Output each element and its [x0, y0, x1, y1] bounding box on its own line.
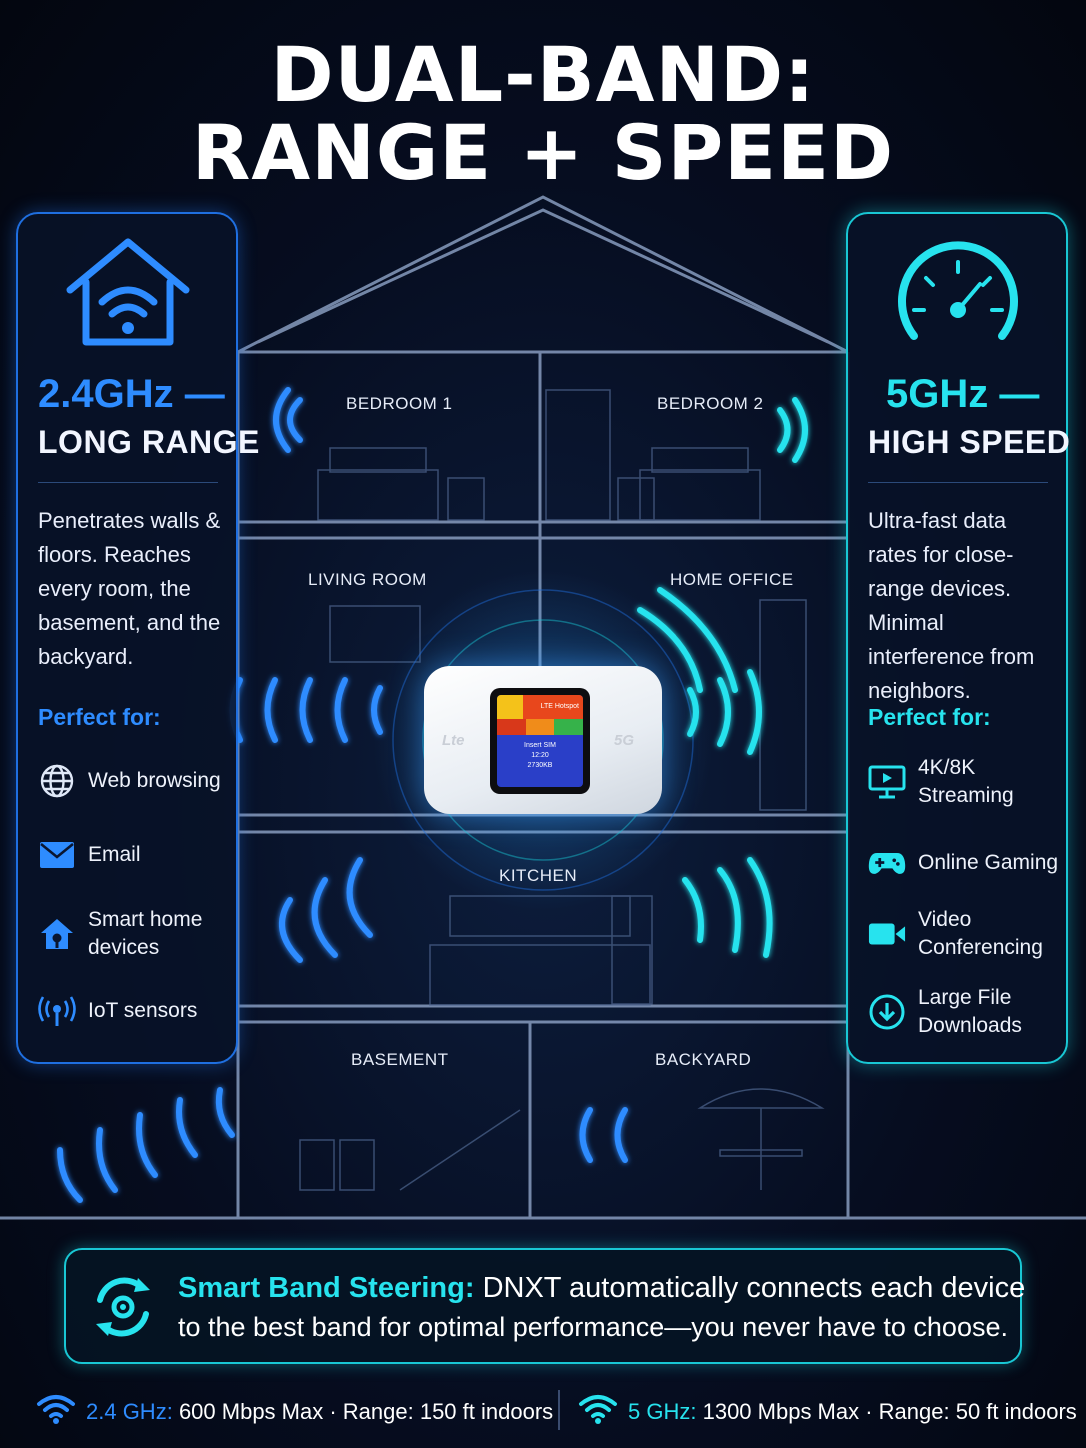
band-24-subtitle: LONG RANGE	[38, 424, 260, 460]
device-lte-label: Lte	[442, 732, 465, 749]
iot-sensor-icon	[38, 992, 76, 1030]
use-case-label: Online Gaming	[918, 851, 1059, 874]
use-case-label: IoT sensors	[88, 999, 198, 1022]
band-steering-text-2: to the best band for optimal performance…	[178, 1312, 1008, 1342]
use-case-smart-home: Smart home devices	[38, 906, 228, 962]
monitor-icon	[868, 763, 906, 801]
band-steering-icon	[88, 1272, 158, 1347]
footer-divider	[558, 1390, 560, 1430]
band-24ghz-panel: 2.4GHz — LONG RANGE Penetrates walls & f…	[16, 212, 259, 1064]
use-case-web-browsing: Web browsing	[38, 762, 228, 800]
screen-line-2: 12:20	[531, 752, 549, 759]
use-case-downloads: Large File Downloads	[868, 984, 1058, 1040]
use-case-label: Email	[88, 843, 141, 866]
room-label-bedroom-2: BEDROOM 2	[657, 394, 764, 413]
title-line-1: DUAL-BAND:	[270, 30, 816, 119]
wifi-house-icon	[58, 232, 198, 357]
hotspot-device: Lte 5G LTE Hotspot Insert SIM 12:20 2730…	[424, 666, 662, 814]
band-5-subtitle: HIGH SPEED	[868, 424, 1071, 460]
spec-24ghz: 2.4 GHz: 600 Mbps Max · Range: 150 ft in…	[36, 1394, 553, 1430]
screen-header: LTE Hotspot	[497, 695, 583, 719]
room-label-backyard: BACKYARD	[655, 1050, 752, 1069]
spec-24-text: 600 Mbps Max · Range: 150 ft indoors	[178, 1399, 554, 1424]
divider	[868, 482, 1048, 483]
use-case-label: Smart home devices	[88, 908, 203, 959]
use-case-gaming: Online Gaming	[868, 844, 1078, 882]
use-case-label: 4K/8K Streaming	[918, 756, 1014, 807]
use-case-video: Video Conferencing	[868, 906, 1068, 962]
use-case-label: Web browsing	[88, 769, 221, 792]
wifi-icon	[578, 1394, 618, 1430]
wifi-icon	[36, 1394, 76, 1430]
spec-5ghz: 5 GHz: 1300 Mbps Max · Range: 50 ft indo…	[578, 1394, 1077, 1430]
device-screen: LTE Hotspot Insert SIM 12:20 2730KB	[490, 688, 590, 794]
spec-5-key: 5 GHz:	[628, 1399, 697, 1424]
band-24-description: Penetrates walls & floors. Reaches every…	[38, 508, 221, 669]
divider	[38, 482, 218, 483]
room-label-kitchen: KITCHEN	[499, 866, 578, 885]
spec-24-key: 2.4 GHz:	[86, 1399, 173, 1424]
screen-line-3: 2730KB	[527, 762, 553, 769]
screen-status-icons	[497, 719, 583, 735]
smart-home-icon	[38, 915, 76, 953]
room-label-bedroom-1: BEDROOM 1	[346, 394, 453, 413]
use-case-streaming: 4K/8K Streaming	[868, 754, 1058, 810]
room-label-home-office: HOME OFFICE	[670, 570, 794, 589]
band-5ghz-panel: 5GHz — HIGH SPEED Ultra-fast data rates …	[846, 212, 1071, 1064]
band-steering-text-1: DNXT automatically connects each device	[482, 1272, 1026, 1304]
envelope-icon	[38, 836, 76, 874]
gamepad-icon	[868, 844, 906, 882]
band-5-title: 5GHz —	[886, 372, 1040, 416]
room-label-living-room: LIVING ROOM	[308, 570, 427, 589]
use-case-email: Email	[38, 836, 228, 874]
room-label-basement: BASEMENT	[351, 1050, 449, 1069]
band-steering-title: Smart Band Steering:	[178, 1272, 475, 1304]
band-5-description: Ultra-fast data rates for close-range de…	[868, 508, 1035, 703]
screen-line-1: Insert SIM	[524, 742, 556, 749]
band-24-title: 2.4GHz —	[38, 372, 225, 416]
download-icon	[868, 993, 906, 1031]
title-line-2: RANGE + SPEED	[191, 108, 895, 197]
spec-5-text: 1300 Mbps Max · Range: 50 ft indoors	[702, 1399, 1077, 1424]
use-case-iot: IoT sensors	[38, 992, 228, 1030]
speedometer-icon	[888, 232, 1028, 357]
use-case-label: Large File Downloads	[918, 986, 1022, 1037]
video-camera-icon	[868, 915, 906, 953]
perfect-for-label: Perfect for:	[868, 704, 991, 730]
band-steering-banner: Smart Band Steering: DNXT automatically …	[64, 1248, 1025, 1364]
perfect-for-label: Perfect for:	[38, 704, 161, 730]
use-case-label: Video Conferencing	[918, 908, 1043, 959]
device-5g-label: 5G	[614, 732, 635, 749]
globe-icon	[38, 762, 76, 800]
